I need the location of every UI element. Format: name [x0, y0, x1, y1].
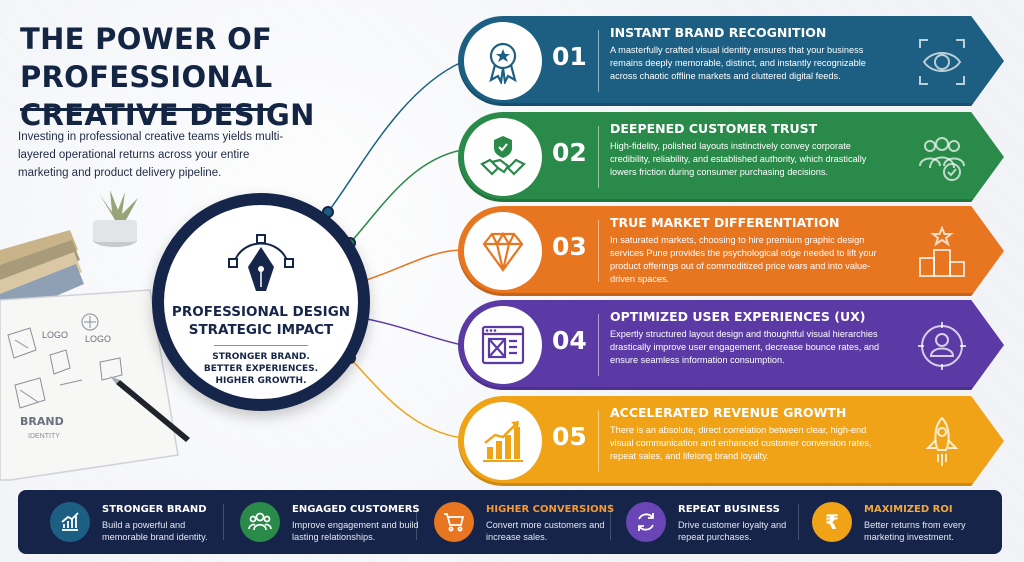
refresh-icon [638, 513, 654, 531]
summary-separator [416, 504, 417, 540]
summary-maximized-roi: ₹ MAXIMIZED ROI Better returns from ever… [812, 500, 982, 544]
benefit-description: High-fidelity, polished layouts instinct… [610, 141, 867, 177]
benefit-icon-circle [464, 306, 542, 384]
banner-divider [598, 30, 599, 92]
summary-title: HIGHER CONVERSIONS [486, 504, 615, 515]
banner-divider [598, 410, 599, 472]
handshake-shield-icon [480, 136, 526, 176]
benefit-description: In saturated markets, choosing to hire p… [610, 235, 877, 284]
benefit-banner-02: 02 DEEPENED CUSTOMER TRUST High-fidelity… [458, 112, 1004, 202]
benefit-icon-circle [464, 402, 542, 480]
summary-text: Build a powerful and memorable brand ide… [102, 520, 208, 542]
user-target-icon [918, 322, 966, 370]
benefit-description: There is an absolute, direct correlation… [610, 425, 872, 461]
benefit-number: 04 [552, 326, 587, 355]
summary-separator [223, 504, 224, 540]
benefit-icon-circle [464, 118, 542, 196]
summary-higher-conversions: HIGHER CONVERSIONS Convert more customer… [434, 500, 614, 544]
benefit-title: INSTANT BRAND RECOGNITION [610, 25, 827, 40]
center-divider [214, 345, 308, 346]
title-line-2: CREATIVE DESIGN [20, 98, 315, 132]
summary-title: MAXIMIZED ROI [864, 504, 953, 515]
summary-separator [610, 504, 611, 540]
summary-title: STRONGER BRAND [102, 504, 207, 515]
diamond-icon [482, 231, 524, 272]
sketch-logo-label-1: LOGO [42, 330, 68, 340]
sketch-logo-label-2: LOGO [85, 334, 111, 344]
summary-title: REPEAT BUSINESS [678, 504, 780, 515]
benefit-title: OPTIMIZED USER EXPERIENCES (UX) [610, 309, 866, 324]
center-title-line-2: STRATEGIC IMPACT [188, 322, 334, 338]
benefit-description: A masterfully crafted visual identity en… [610, 45, 866, 81]
users-check-icon [919, 137, 965, 181]
benefit-title: ACCELERATED REVENUE GROWTH [610, 405, 847, 420]
banner-divider [598, 314, 599, 376]
summary-icon-circle [626, 502, 666, 542]
summary-text: Improve engagement and build lasting rel… [292, 520, 419, 542]
summary-icon-circle: ₹ [812, 502, 852, 542]
benefit-number: 02 [552, 138, 587, 167]
cart-icon [444, 513, 465, 532]
intro-text: Investing in professional creative teams… [18, 131, 284, 179]
benefit-banner-01: 01 INSTANT BRAND RECOGNITION A masterful… [458, 16, 1004, 106]
center-title: PROFESSIONAL DESIGN STRATEGIC IMPACT [164, 303, 358, 339]
benefit-banner-04: 04 OPTIMIZED USER EXPERIENCES (UX) Exper… [458, 300, 1004, 390]
plant-pot [93, 190, 138, 247]
chart-icon [61, 512, 79, 531]
users-icon [248, 512, 272, 531]
layout-window-icon [481, 325, 525, 365]
benefit-description: Expertly structured layout design and th… [610, 329, 880, 365]
benefit-icon-circle [464, 212, 542, 290]
sketch-identity-label: IDENTITY [28, 433, 60, 440]
title-line-1: THE POWER OF PROFESSIONAL [20, 22, 273, 94]
eye-icon [919, 39, 965, 85]
benefit-banner-05: 05 ACCELERATED REVENUE GROWTH There is a… [458, 396, 1004, 486]
center-tagline: STRONGER BRAND. BETTER EXPERIENCES. HIGH… [164, 351, 358, 387]
banner-divider [598, 126, 599, 188]
summary-bar: STRONGER BRAND Build a powerful and memo… [18, 490, 1002, 554]
summary-engaged-customers: ENGAGED CUSTOMERS Improve engagement and… [240, 500, 420, 544]
design-desk-illustration: LOGO LOGO BRAND IDENTITY [0, 190, 190, 481]
summary-icon-circle [240, 502, 280, 542]
title-underline [20, 108, 270, 111]
summary-repeat-business: REPEAT BUSINESS Drive customer loyalty a… [626, 500, 786, 544]
summary-text: Drive customer loyalty and repeat purcha… [678, 520, 787, 542]
benefit-number: 01 [552, 42, 587, 71]
banner-divider [598, 220, 599, 282]
center-title-line-1: PROFESSIONAL DESIGN [171, 304, 351, 320]
pen [110, 376, 190, 442]
benefit-title: DEEPENED CUSTOMER TRUST [610, 121, 818, 136]
tagline-line-1: STRONGER BRAND. [212, 352, 310, 362]
benefit-icon-circle [464, 22, 542, 100]
sketch-notebook: LOGO LOGO BRAND IDENTITY [0, 289, 179, 481]
growth-chart-icon [483, 421, 523, 462]
summary-separator [798, 504, 799, 540]
pen-tool-icon [228, 234, 294, 291]
benefit-title: TRUE MARKET DIFFERENTIATION [610, 215, 840, 230]
award-ribbon-icon [489, 42, 517, 84]
summary-text: Convert more customers and increase sale… [486, 520, 605, 542]
benefit-number: 03 [552, 232, 587, 261]
rupee-icon: ₹ [825, 510, 839, 534]
summary-title: ENGAGED CUSTOMERS [292, 504, 420, 515]
center-hub: PROFESSIONAL DESIGN STRATEGIC IMPACT STR… [152, 193, 370, 411]
summary-text: Better returns from every marketing inve… [864, 520, 966, 542]
tagline-line-3: HIGHER GROWTH. [215, 376, 307, 386]
podium-star-icon [919, 226, 965, 277]
sketch-brand-label: BRAND [20, 415, 64, 428]
summary-icon-circle [50, 502, 90, 542]
page-title: THE POWER OF PROFESSIONAL CREATIVE DESIG… [20, 20, 440, 134]
tagline-line-2: BETTER EXPERIENCES. [203, 364, 319, 374]
benefit-number: 05 [552, 422, 587, 451]
summary-icon-circle [434, 502, 474, 542]
benefit-banner-03: 03 TRUE MARKET DIFFERENTIATION In satura… [458, 206, 1004, 296]
summary-stronger-brand: STRONGER BRAND Build a powerful and memo… [50, 500, 208, 544]
rocket-icon [925, 416, 959, 466]
